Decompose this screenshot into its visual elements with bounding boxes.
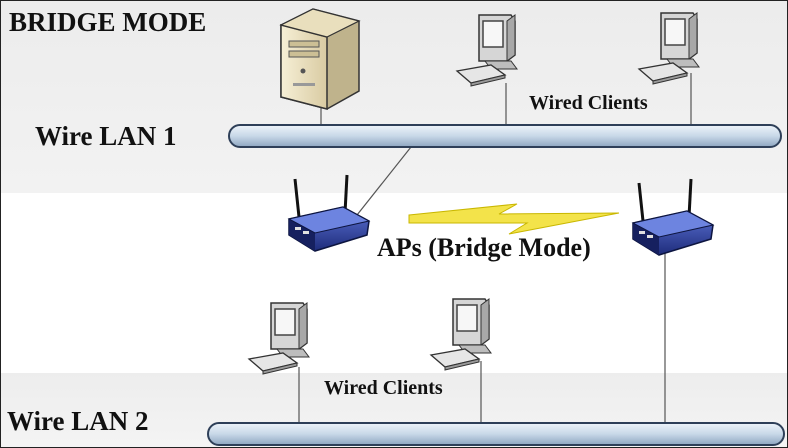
lan2-label: Wire LAN 2 [7,406,149,436]
lan1-cable [228,124,782,148]
wireless-link-icon [408,203,620,235]
ap1-uplink-line [356,146,412,216]
computer-icon [248,302,310,375]
computer-icon [638,12,700,85]
lan2-cable [207,422,785,446]
server-icon [279,8,361,110]
lan1-clients-label: Wired Clients [529,92,648,114]
diagram-title: BRIDGE MODE [9,7,207,37]
router-icon [631,177,715,257]
lan2-clients-label: Wired Clients [324,377,443,399]
aps-label: APs (Bridge Mode) [377,233,591,262]
lan1-label: Wire LAN 1 [35,121,177,151]
router-icon [287,173,371,253]
computer-icon [456,14,518,87]
computer-icon [430,298,492,371]
lan1-background-band [1,1,787,193]
